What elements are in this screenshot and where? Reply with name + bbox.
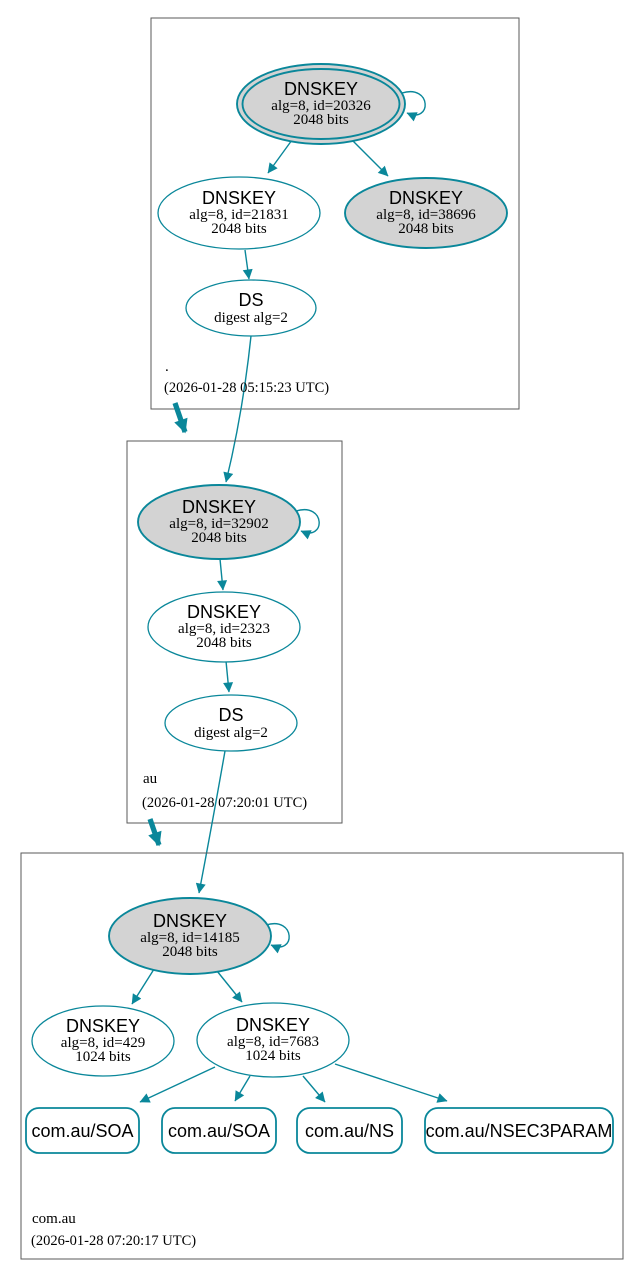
rrset-comau-soa-2-rect[interactable] [161, 1107, 277, 1154]
node-dnskey-32902-bits: 2048 bits [191, 530, 247, 546]
delegation-arrow-root-to-au [172, 402, 188, 434]
node-dnskey-32902-ellipse[interactable] [137, 484, 301, 560]
node-dnskey-20326-bits: 2048 bits [293, 112, 349, 128]
zone-box-root: DNSKEY alg=8, id=20326 2048 bits DNSKEY … [150, 17, 520, 483]
node-dnskey-20326[interactable]: DNSKEY alg=8, id=20326 2048 bits [236, 63, 406, 145]
zone-label-root: . [165, 359, 169, 375]
node-dnskey-21831-alg: alg=8, id=21831 [189, 207, 288, 223]
node-dnskey-21831-title: DNSKEY [202, 188, 276, 208]
node-ds-au[interactable]: DS digest alg=2 [164, 694, 298, 752]
node-ds-root-digest: digest alg=2 [214, 310, 288, 326]
zone-timestamp-comau: (2026-01-28 07:20:17 UTC) [31, 1233, 196, 1249]
rrset-comau-ns[interactable]: com.au/NS [296, 1107, 403, 1154]
edge-zsk7683-to-ns [302, 1075, 326, 1103]
edge-zsk21831-to-ds [242, 249, 253, 280]
zone-timestamp-au: (2026-01-28 07:20:01 UTC) [142, 795, 307, 811]
edge-ksk14185-to-zsk429 [131, 965, 157, 1005]
node-dnskey-429-title: DNSKEY [66, 1016, 140, 1036]
node-dnskey-14185[interactable]: DNSKEY alg=8, id=14185 2048 bits [108, 897, 272, 975]
node-dnskey-2323-ellipse[interactable] [147, 591, 301, 663]
edge-zsk7683-to-nsec3param [334, 1063, 448, 1103]
rrset-comau-soa-2-label: com.au/SOA [168, 1121, 270, 1141]
node-dnskey-21831-ellipse[interactable] [157, 176, 321, 250]
node-dnskey-20326-outer-ellipse[interactable] [236, 63, 406, 145]
rrset-comau-ns-label: com.au/NS [305, 1121, 394, 1141]
rrset-comau-nsec3param-label: com.au/NSEC3PARAM [426, 1121, 613, 1141]
zone-box-comau: DNSKEY alg=8, id=14185 2048 bits DNSKEY … [20, 852, 624, 1260]
edge-zsk7683-to-soa1 [139, 1066, 216, 1103]
node-dnskey-7683-ellipse[interactable] [196, 1002, 350, 1078]
node-dnskey-429-alg: alg=8, id=429 [61, 1035, 145, 1051]
node-ds-root-title: DS [238, 290, 263, 310]
node-dnskey-20326-title: DNSKEY [284, 79, 358, 99]
node-ds-au-ellipse[interactable] [164, 694, 298, 752]
node-dnskey-21831[interactable]: DNSKEY alg=8, id=21831 2048 bits [157, 176, 321, 250]
zone-timestamp-root: (2026-01-28 05:15:23 UTC) [164, 380, 329, 396]
node-dnskey-20326-alg: alg=8, id=20326 [271, 98, 371, 114]
rrset-comau-soa-1-label: com.au/SOA [31, 1121, 133, 1141]
node-dnskey-2323-alg: alg=8, id=2323 [178, 621, 270, 637]
rrset-comau-soa-2[interactable]: com.au/SOA [161, 1107, 277, 1154]
node-dnskey-2323-title: DNSKEY [187, 602, 261, 622]
self-loop-ksk14185 [265, 922, 290, 954]
edge-ksk20326-to-zsk21831 [267, 139, 293, 174]
node-dnskey-14185-title: DNSKEY [153, 911, 227, 931]
zone-box-au: DNSKEY alg=8, id=32902 2048 bits DNSKEY … [126, 440, 343, 894]
zone-border-comau [20, 852, 624, 1260]
node-ds-au-digest: digest alg=2 [194, 725, 268, 741]
node-dnskey-32902-title: DNSKEY [182, 497, 256, 517]
node-dnskey-7683-bits: 1024 bits [245, 1048, 301, 1064]
node-dnskey-32902-alg: alg=8, id=32902 [169, 516, 268, 532]
node-dnskey-429-ellipse[interactable] [31, 1005, 175, 1077]
node-dnskey-38696-bits: 2048 bits [398, 221, 454, 237]
zone-label-au: au [143, 771, 158, 787]
node-dnskey-2323-bits: 2048 bits [196, 635, 252, 651]
zone-label-comau: com.au [32, 1211, 76, 1227]
edge-ksk32902-to-zsk2323 [217, 558, 228, 591]
node-ds-au-title: DS [218, 705, 243, 725]
node-dnskey-429-bits: 1024 bits [75, 1049, 131, 1065]
node-dnskey-7683-alg: alg=8, id=7683 [227, 1034, 319, 1050]
zone-border-root [150, 17, 520, 410]
edge-root-ds-to-au-ksk [223, 335, 252, 483]
rrset-comau-nsec3param-rect[interactable] [424, 1107, 614, 1154]
node-dnskey-14185-ellipse[interactable] [108, 897, 272, 975]
delegation-arrow-au-to-comau [147, 818, 162, 847]
node-dnskey-7683[interactable]: DNSKEY alg=8, id=7683 1024 bits [196, 1002, 350, 1078]
self-loop-ksk20326 [401, 90, 426, 122]
node-ds-root-ellipse[interactable] [185, 279, 317, 337]
node-dnskey-38696-alg: alg=8, id=38696 [376, 207, 476, 223]
node-dnskey-14185-alg: alg=8, id=14185 [140, 930, 239, 946]
node-dnskey-32902[interactable]: DNSKEY alg=8, id=32902 2048 bits [137, 484, 301, 560]
self-loop-ksk32902 [295, 508, 320, 540]
edge-ksk14185-to-zsk7683 [216, 970, 243, 1003]
node-dnskey-38696[interactable]: DNSKEY alg=8, id=38696 2048 bits [344, 177, 508, 249]
edge-zsk2323-to-ds [223, 660, 234, 693]
zone-border-au [126, 440, 343, 824]
node-dnskey-21831-bits: 2048 bits [211, 221, 267, 237]
node-dnskey-14185-bits: 2048 bits [162, 944, 218, 960]
node-dnskey-429[interactable]: DNSKEY alg=8, id=429 1024 bits [31, 1005, 175, 1077]
edge-ksk20326-to-dnskey38696 [351, 139, 389, 177]
node-dnskey-38696-title: DNSKEY [389, 188, 463, 208]
rrset-comau-ns-rect[interactable] [296, 1107, 403, 1154]
node-ds-root[interactable]: DS digest alg=2 [185, 279, 317, 337]
rrset-comau-nsec3param[interactable]: com.au/NSEC3PARAM [424, 1107, 614, 1154]
rrset-comau-soa-1[interactable]: com.au/SOA [25, 1107, 140, 1154]
rrset-comau-soa-1-rect[interactable] [25, 1107, 140, 1154]
node-dnskey-20326-inner-ellipse [241, 68, 401, 140]
node-dnskey-2323[interactable]: DNSKEY alg=8, id=2323 2048 bits [147, 591, 301, 663]
edge-zsk7683-to-soa2 [234, 1075, 251, 1102]
edge-au-ds-to-comau-ksk [195, 750, 226, 894]
node-dnskey-7683-title: DNSKEY [236, 1015, 310, 1035]
node-dnskey-38696-ellipse[interactable] [344, 177, 508, 249]
